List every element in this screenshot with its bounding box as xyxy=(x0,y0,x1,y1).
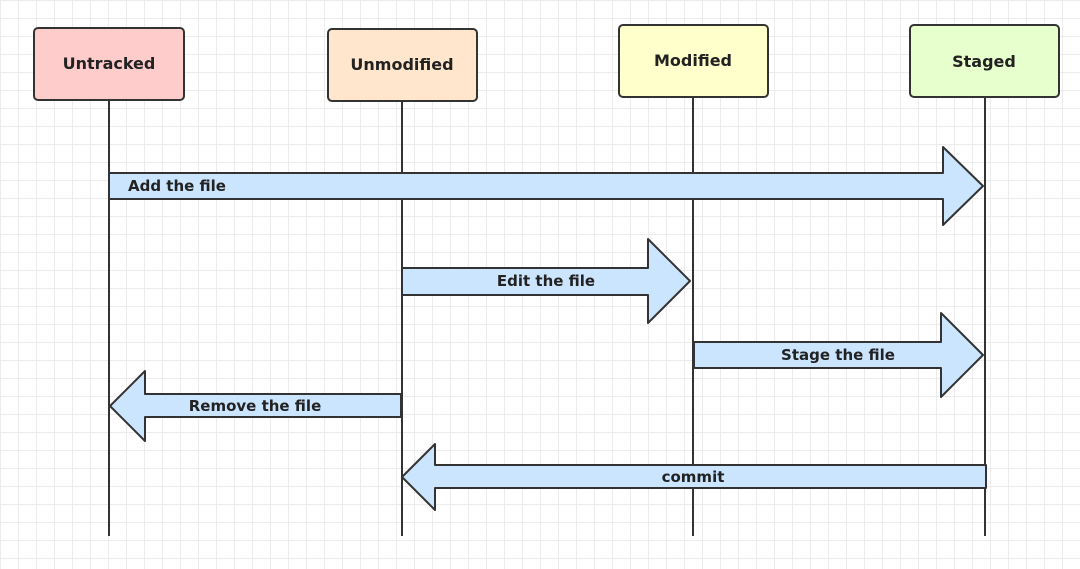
arrow-commit xyxy=(401,443,987,511)
state-label-unmodified: Unmodified xyxy=(350,55,453,74)
state-untracked: Untracked xyxy=(33,27,185,101)
state-label-staged: Staged xyxy=(952,52,1016,71)
arrow-remove-the-file xyxy=(109,370,402,442)
label-edit-the-file: Edit the file xyxy=(497,272,595,290)
transition-stage: Stage the file xyxy=(693,312,984,398)
label-stage-the-file: Stage the file xyxy=(781,346,895,364)
state-box-untracked xyxy=(33,27,185,101)
state-modified: Modified xyxy=(618,24,769,98)
state-box-modified xyxy=(618,24,769,98)
state-label-untracked: Untracked xyxy=(63,54,156,73)
transition-edit: Edit the file xyxy=(401,238,691,324)
transition-add: Add the file xyxy=(108,146,984,226)
label-remove-the-file: Remove the file xyxy=(189,397,322,415)
state-unmodified: Unmodified xyxy=(327,28,478,102)
label-add-the-file: Add the file xyxy=(128,177,226,195)
transition-remove: Remove the file xyxy=(109,370,402,442)
state-label-modified: Modified xyxy=(654,51,732,70)
state-box-staged xyxy=(909,24,1060,98)
arrow-add-the-file xyxy=(108,146,984,226)
state-staged: Staged xyxy=(909,24,1060,98)
transition-commit: commit xyxy=(401,443,987,511)
arrow-stage-the-file xyxy=(693,312,984,398)
label-commit: commit xyxy=(662,468,725,486)
state-box-unmodified xyxy=(327,28,478,102)
arrow-edit-the-file xyxy=(401,238,691,324)
